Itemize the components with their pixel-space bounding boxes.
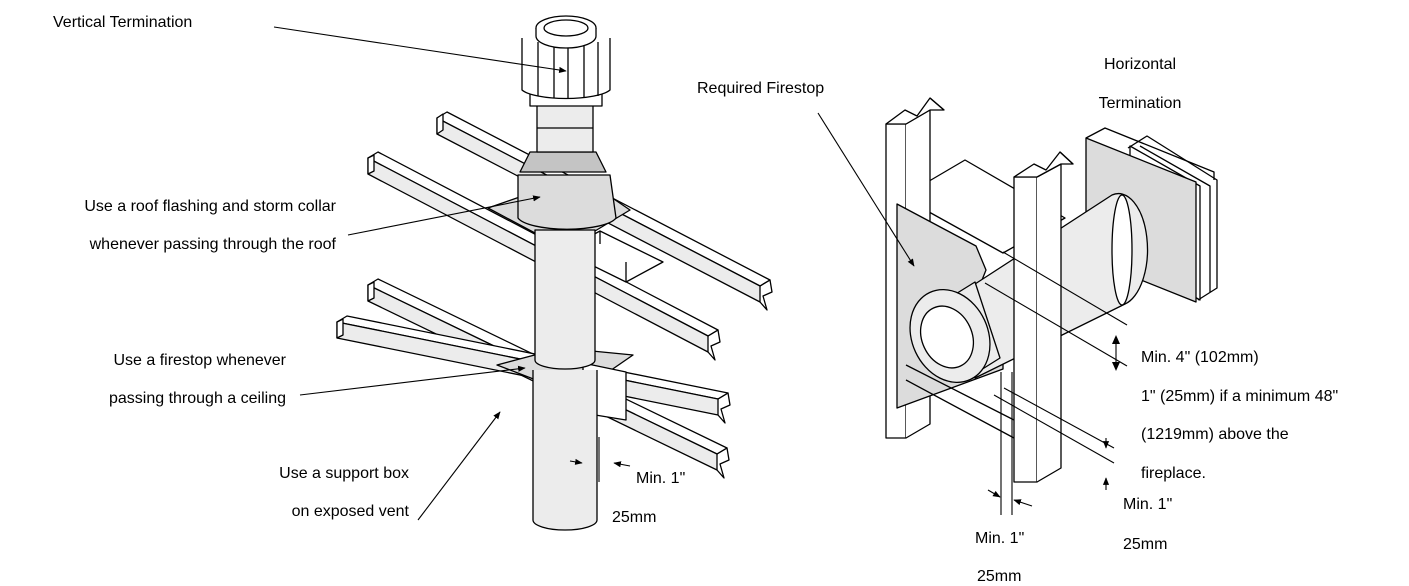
vertical-termination-cap [521,15,611,107]
label-right-clearance-1: Min. 1" [1123,496,1173,513]
label-horizontal-termination-1: Horizontal [1103,56,1177,73]
horizontal-installation [817,97,1218,515]
label-horizontal-termination-2: Termination [1098,95,1182,112]
label-bottom-clearance-1: Min. 1" [975,530,1025,547]
label-bottom-clearance-2: 25mm [977,568,1022,585]
label-top-clearance-2: 1" (25mm) if a minimum 48" [1141,388,1339,405]
storm-collar [519,151,607,173]
front-wall-stud [1013,151,1074,483]
label-firestop-ceiling-1: Use a firestop whenever [113,352,286,369]
label-right-clearance-2: 25mm [1123,536,1168,553]
vertical-installation [273,15,773,531]
label-support-box-2: on exposed vent [291,503,409,520]
label-support-box-1: Use a support box [279,465,409,482]
label-firestop-ceiling-2: passing through a ceiling [108,390,286,407]
label-vertical-termination: Vertical Termination [53,14,193,31]
label-top-clearance-1: Min. 4" (102mm) [1141,349,1259,366]
label-roof-flashing-2: whenever passing through the roof [89,236,336,253]
label-roof-flashing-1: Use a roof flashing and storm collar [84,198,336,215]
label-top-clearance-3: (1219mm) above the [1141,426,1289,443]
label-left-clearance-1: Min. 1" [636,470,686,487]
label-top-clearance-4: fireplace. [1141,465,1206,482]
vent-pipe-lower [532,370,598,531]
label-required-firestop: Required Firestop [697,80,825,97]
label-left-clearance-2: 25mm [612,509,657,526]
vent-pipe-middle [534,229,596,370]
